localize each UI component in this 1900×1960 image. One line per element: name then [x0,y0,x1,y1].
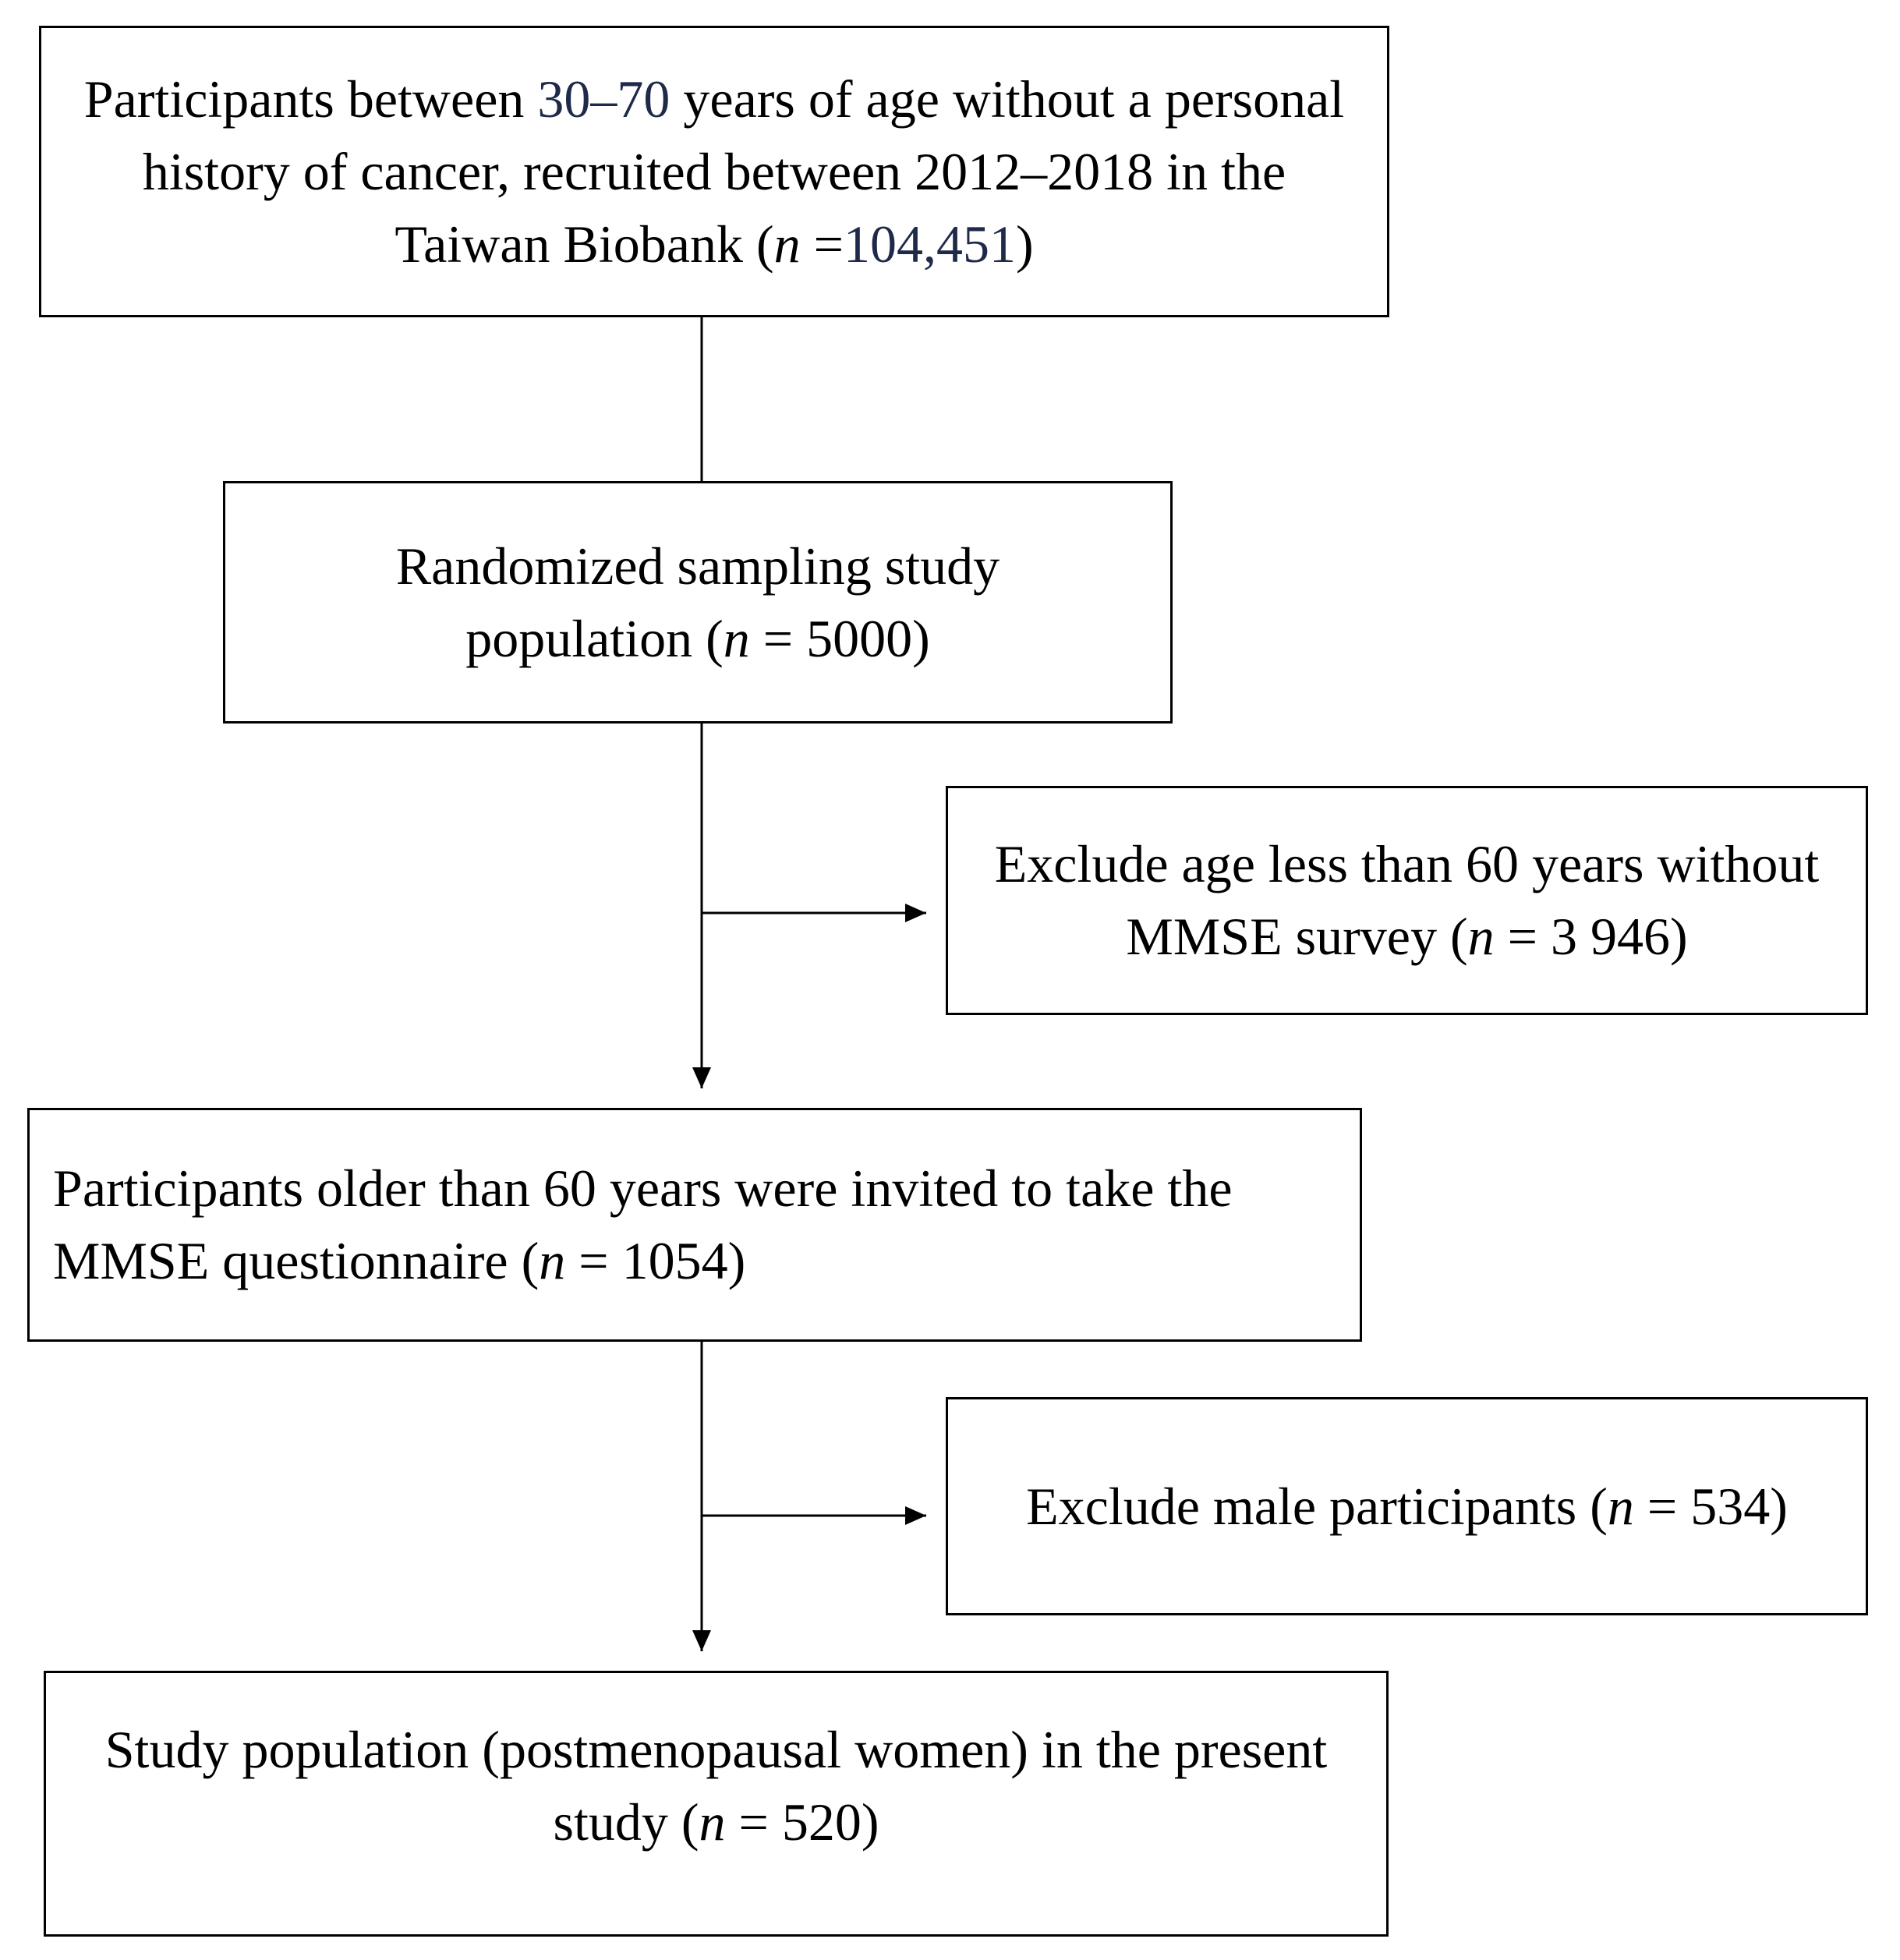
box-exclude-male-text: Exclude male participants (n = 534) [1026,1476,1788,1536]
box-study-population-text: Study population (postmenopausal women) … [104,1720,1328,1852]
box-exclude-age-text: Exclude age less than 60 years without M… [994,834,1820,966]
box-study-population: Study population (postmenopausal women) … [44,1671,1389,1937]
box-mmse-participants-text: Participants older than 60 years were in… [53,1159,1233,1290]
box-random-sample-text: Randomized sampling study population (n … [395,536,1000,668]
box-exclude-age: Exclude age less than 60 years without M… [946,786,1868,1015]
box-mmse-participants: Participants older than 60 years were in… [27,1108,1362,1342]
box-all-participants-text: Participants between 30–70 years of age … [83,69,1345,274]
box-exclude-male: Exclude male participants (n = 534) [946,1397,1868,1615]
box-all-participants: Participants between 30–70 years of age … [39,26,1389,317]
box-random-sample: Randomized sampling study population (n … [223,481,1173,724]
